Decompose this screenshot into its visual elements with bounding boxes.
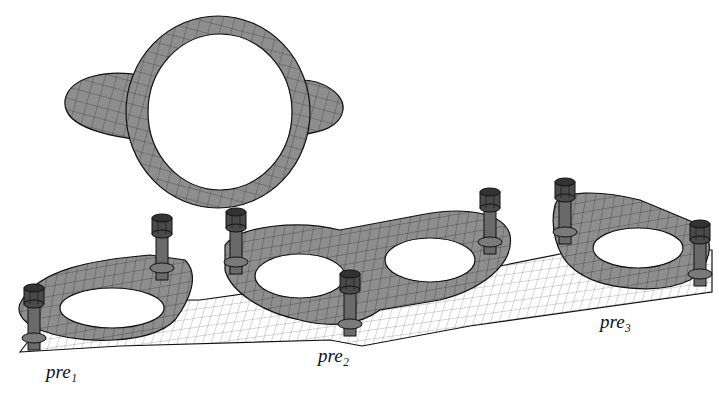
load-label: pre₃	[600, 312, 631, 333]
load-label: pre₂	[318, 346, 349, 367]
load-label: pre₁	[46, 362, 77, 383]
